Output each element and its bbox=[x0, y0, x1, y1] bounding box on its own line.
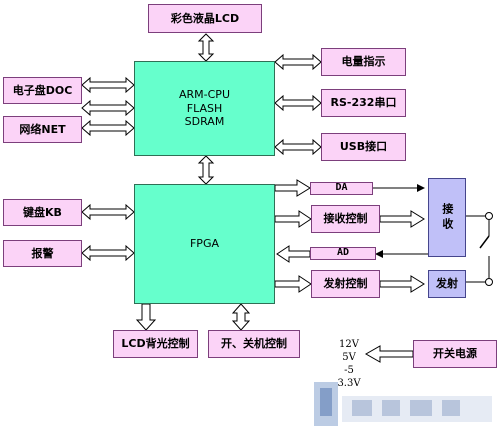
usb-label: USB接口 bbox=[339, 140, 388, 154]
fpga-label: FPGA bbox=[189, 237, 219, 251]
rs232-label: RS-232串口 bbox=[330, 96, 397, 110]
arrow-arm-rs232 bbox=[274, 94, 322, 112]
watermark-logo bbox=[314, 382, 492, 426]
voltage-neg5: -5 bbox=[344, 365, 354, 376]
voltage-3v3: 3.3V bbox=[337, 378, 361, 389]
psu-label: 开关电源 bbox=[433, 347, 477, 361]
arrow-arm-usb bbox=[274, 138, 322, 156]
arrow-net-arm bbox=[81, 119, 135, 137]
fpga-block: FPGA bbox=[134, 184, 275, 304]
arrow-arm-fpga bbox=[197, 155, 215, 185]
arm-cpu-block: ARM-CPU FLASH SDRAM bbox=[134, 61, 275, 156]
arrow-fpga-rxctrl bbox=[274, 210, 312, 228]
voltage-5v: 5V bbox=[342, 352, 356, 363]
voltage-12v: 12V bbox=[339, 339, 359, 350]
ad-label: AD bbox=[336, 247, 350, 259]
net-label: 网络NET bbox=[19, 122, 66, 136]
battery-block: 电量指示 bbox=[321, 48, 406, 76]
tx-ctrl-block: 发射控制 bbox=[311, 270, 380, 298]
psu-block: 开关电源 bbox=[413, 340, 497, 368]
rx-label: 接收 bbox=[440, 202, 454, 233]
power-ctrl-label: 开、关机控制 bbox=[221, 337, 287, 351]
tx-label: 发射 bbox=[436, 277, 458, 291]
battery-label: 电量指示 bbox=[341, 55, 386, 69]
arrow-alarm-fpga bbox=[81, 244, 135, 262]
lcd-label: 彩色液晶LCD bbox=[170, 11, 240, 25]
backlight-block: LCD背光控制 bbox=[113, 330, 198, 358]
arrow-kb-fpga bbox=[81, 203, 135, 221]
ad-block: AD bbox=[310, 247, 376, 260]
arrow-lcd-arm bbox=[197, 33, 215, 62]
tx-block: 发射 bbox=[428, 270, 466, 298]
rx-ctrl-label: 接收控制 bbox=[323, 212, 368, 226]
alarm-label: 报警 bbox=[31, 246, 54, 260]
arrow-ad-fpga bbox=[276, 245, 311, 263]
voltage-list: 12V 5V -5 3.3V bbox=[334, 338, 364, 390]
doc-block: 电子盘DOC bbox=[3, 77, 82, 104]
alarm-block: 报警 bbox=[3, 240, 82, 267]
arrow-fpga-backlight bbox=[135, 303, 157, 331]
arrow-doc-arm bbox=[81, 76, 135, 94]
kb-block: 键盘KB bbox=[3, 199, 82, 226]
arm-line-2: FLASH bbox=[186, 101, 223, 115]
arrow-powerctrl-fpga bbox=[231, 303, 251, 331]
arm-line-1: ARM-CPU bbox=[179, 87, 230, 101]
net-block: 网络NET bbox=[3, 116, 82, 143]
rx-block: 接收 bbox=[428, 178, 466, 257]
rx-ctrl-block: 接收控制 bbox=[311, 205, 380, 233]
usb-block: USB接口 bbox=[321, 133, 406, 161]
arrow-txctrl-tx bbox=[379, 275, 425, 293]
doc-label: 电子盘DOC bbox=[12, 83, 73, 97]
tx-ctrl-label: 发射控制 bbox=[323, 277, 368, 291]
arrow-fpga-da bbox=[274, 179, 311, 197]
arrow-arm-battery bbox=[274, 53, 322, 71]
da-label: DA bbox=[335, 182, 348, 194]
arrow-rxctrl-rx bbox=[379, 210, 425, 228]
backlight-label: LCD背光控制 bbox=[121, 337, 190, 351]
arrow-psu-voltages bbox=[364, 345, 414, 363]
power-ctrl-block: 开、关机控制 bbox=[208, 330, 300, 358]
lcd-block: 彩色液晶LCD bbox=[148, 4, 262, 33]
arm-line-3: SDRAM bbox=[184, 115, 225, 129]
arrow-doc-arm-2 bbox=[81, 99, 135, 117]
kb-label: 键盘KB bbox=[23, 205, 62, 219]
da-block: DA bbox=[310, 182, 373, 195]
arrow-fpga-txctrl bbox=[274, 275, 312, 293]
rs232-block: RS-232串口 bbox=[321, 89, 406, 117]
